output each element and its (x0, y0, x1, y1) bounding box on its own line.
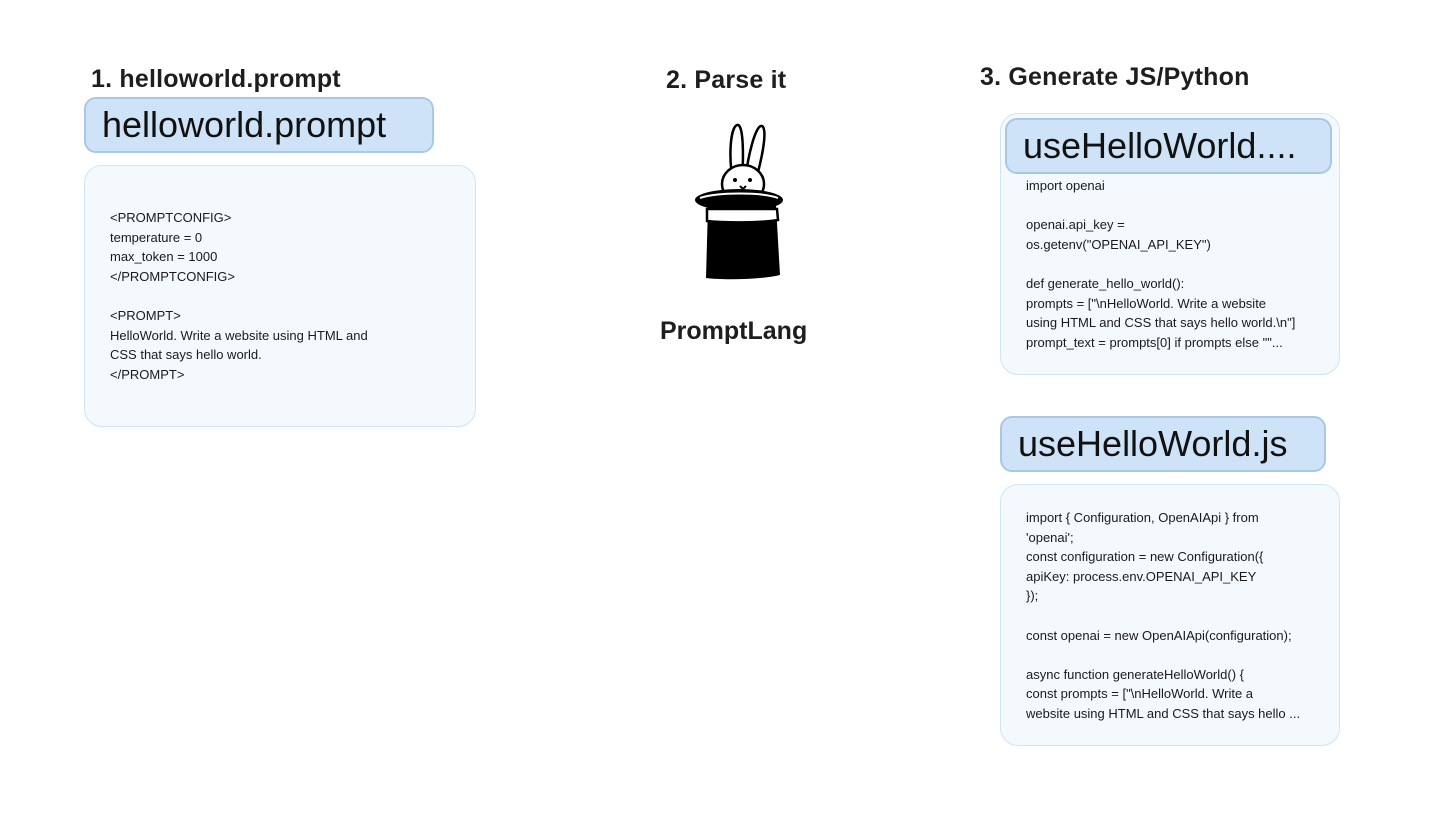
step-1-title: 1. helloworld.prompt (91, 65, 341, 93)
code-line: </PROMPT> (110, 366, 185, 382)
rabbit-in-top-hat-icon (695, 123, 783, 280)
code-line: CSS that says hello world. (110, 347, 262, 363)
code-line (1026, 606, 1300, 626)
code-line: website using HTML and CSS that says hel… (1026, 705, 1301, 721)
code-line (1026, 645, 1300, 665)
code-line: def generate_hello_world(): (1026, 275, 1185, 291)
code-line: apiKey: process.env.OPENAI_API_KEY (1026, 568, 1257, 584)
python-file-tab: useHelloWorld.... (1005, 118, 1332, 174)
code-line: async function generateHelloWorld() { (1026, 666, 1244, 682)
code-line: import { Configuration, OpenAIApi } from (1026, 510, 1259, 525)
code-line: const prompts = ["\nHelloWorld. Write a (1026, 686, 1254, 702)
code-line: max_token = 1000 (110, 249, 218, 265)
code-line (1026, 196, 1295, 216)
code-line: os.getenv("OPENAI_API_KEY") (1026, 236, 1211, 252)
step-3-title: 3. Generate JS/Python (980, 63, 1250, 91)
code-line (110, 286, 368, 306)
prompt-file-tab: helloworld.prompt (84, 97, 434, 153)
code-line (1026, 254, 1295, 274)
js-file-code: import { Configuration, OpenAIApi } from… (1026, 508, 1300, 724)
code-line: using HTML and CSS that says hello world… (1026, 315, 1296, 331)
code-line: }); (1026, 588, 1039, 604)
code-line: prompt_text = prompts[0] if prompts else… (1026, 334, 1283, 350)
python-file-code: import openai openai.api_key = os.getenv("… (1026, 176, 1295, 352)
js-file-tab: useHelloWorld.js (1000, 416, 1326, 472)
code-line: </PROMPTCONFIG> (110, 268, 235, 284)
code-line: HelloWorld. Write a website using HTML a… (110, 327, 368, 343)
prompt-file-code: <PROMPTCONFIG> temperature = 0 max_token =… (110, 208, 368, 384)
code-line: prompts = ["\nHelloWorld. Write a websit… (1026, 295, 1267, 311)
code-line: openai.api_key = (1026, 217, 1125, 233)
code-line: <PROMPTCONFIG> (110, 210, 232, 225)
code-line: const configuration = new Configuration(… (1026, 549, 1264, 565)
code-line: 'openai'; (1026, 529, 1074, 545)
code-line: temperature = 0 (110, 229, 203, 245)
code-line: <PROMPT> (110, 307, 181, 323)
promptlang-label: PromptLang (660, 317, 808, 345)
js-file-card: import { Configuration, OpenAIApi } from… (1000, 484, 1340, 746)
code-line: const openai = new OpenAIApi(configurati… (1026, 627, 1292, 643)
prompt-file-card: <PROMPTCONFIG> temperature = 0 max_token =… (84, 165, 476, 427)
code-line: import openai (1026, 178, 1105, 193)
step-2-title: 2. Parse it (666, 66, 787, 94)
